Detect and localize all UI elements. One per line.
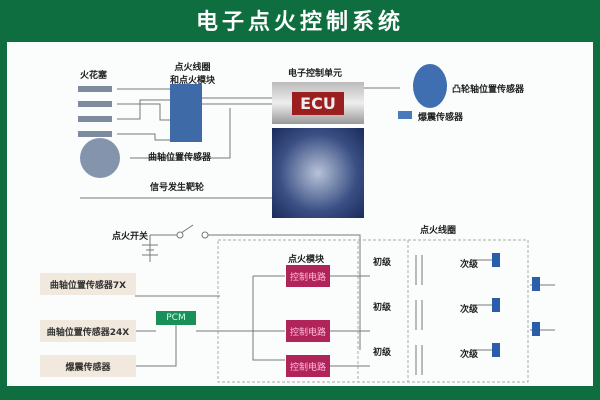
- input-crank-24x: 曲轴位置传感器24X: [40, 320, 136, 342]
- cam-sensor-icon: [413, 64, 447, 108]
- control-circuit-2: 控制电路: [286, 320, 330, 342]
- knock-sensor-icon: [398, 111, 412, 119]
- coil-label-line2: 和点火模块: [170, 76, 216, 86]
- ignition-switch-label: 点火开关: [112, 232, 149, 242]
- primary-label-2: 初级: [373, 303, 392, 313]
- cam-sensor-label: 凸轮轴位置传感器: [452, 85, 525, 95]
- ecu-text: ECU: [292, 91, 344, 115]
- control-circuit-3: 控制电路: [286, 355, 330, 377]
- coil-module-label: 点火线圈 和点火模块: [170, 60, 215, 86]
- secondary-label-3: 次级: [460, 350, 479, 360]
- ignition-module-label: 点火模块: [288, 255, 325, 265]
- coil-label-line1: 点火线圈: [174, 63, 211, 73]
- control-circuit-1: 控制电路: [286, 265, 330, 287]
- ignition-coil-label: 点火线圈: [420, 226, 457, 236]
- primary-label-3: 初级: [373, 348, 392, 358]
- page-title: 电子点火控制系统: [195, 10, 404, 35]
- ecu-photo: [272, 128, 364, 218]
- secondary-label-1: 次级: [460, 260, 479, 270]
- ecu-box: ECU: [272, 82, 364, 124]
- input-knock: 爆震传感器: [40, 355, 136, 377]
- reluctor-label: 信号发生靶轮: [150, 183, 205, 193]
- spark-plug-icons: [78, 86, 112, 137]
- pcm-box: PCM: [156, 311, 196, 325]
- ecu-label: 电子控制单元: [288, 69, 343, 79]
- primary-label-1: 初级: [373, 258, 392, 268]
- spark-plug-label: 火花塞: [80, 71, 108, 81]
- coil-module-icon: [170, 84, 202, 142]
- input-crank-7x: 曲轴位置传感器7X: [40, 273, 136, 295]
- knock-sensor-label: 爆震传感器: [418, 113, 464, 123]
- spark-plug-symbols: [492, 253, 540, 357]
- secondary-label-2: 次级: [460, 305, 479, 315]
- crank-sensor-label: 曲轴位置传感器: [148, 153, 212, 163]
- reluctor-wheel-icon: [80, 138, 120, 178]
